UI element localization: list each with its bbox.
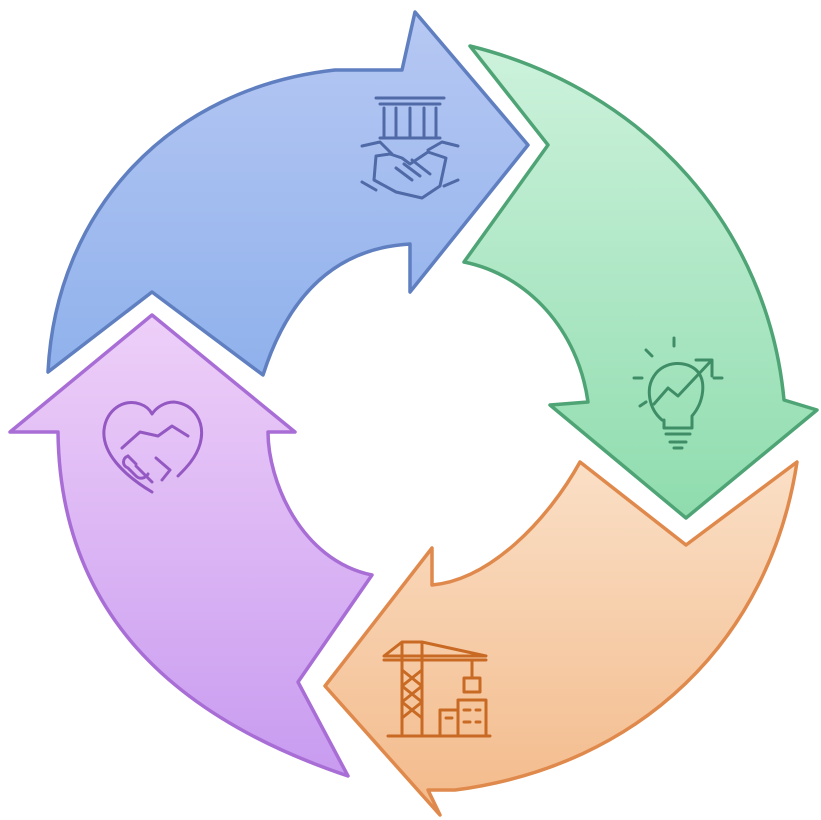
construction-crane-icon bbox=[382, 640, 492, 738]
segment-blue bbox=[46, 10, 530, 377]
segment-purple bbox=[8, 313, 374, 778]
handshake-pillar-icon bbox=[360, 96, 460, 200]
arrow-purple bbox=[8, 313, 374, 778]
segment-orange bbox=[323, 460, 799, 817]
heart-handshake-icon bbox=[102, 400, 203, 494]
arrow-blue bbox=[46, 10, 530, 377]
lightbulb-growth-icon bbox=[632, 336, 724, 450]
arrow-green bbox=[462, 44, 819, 520]
segment-green bbox=[462, 44, 819, 520]
arrow-orange bbox=[323, 460, 799, 817]
